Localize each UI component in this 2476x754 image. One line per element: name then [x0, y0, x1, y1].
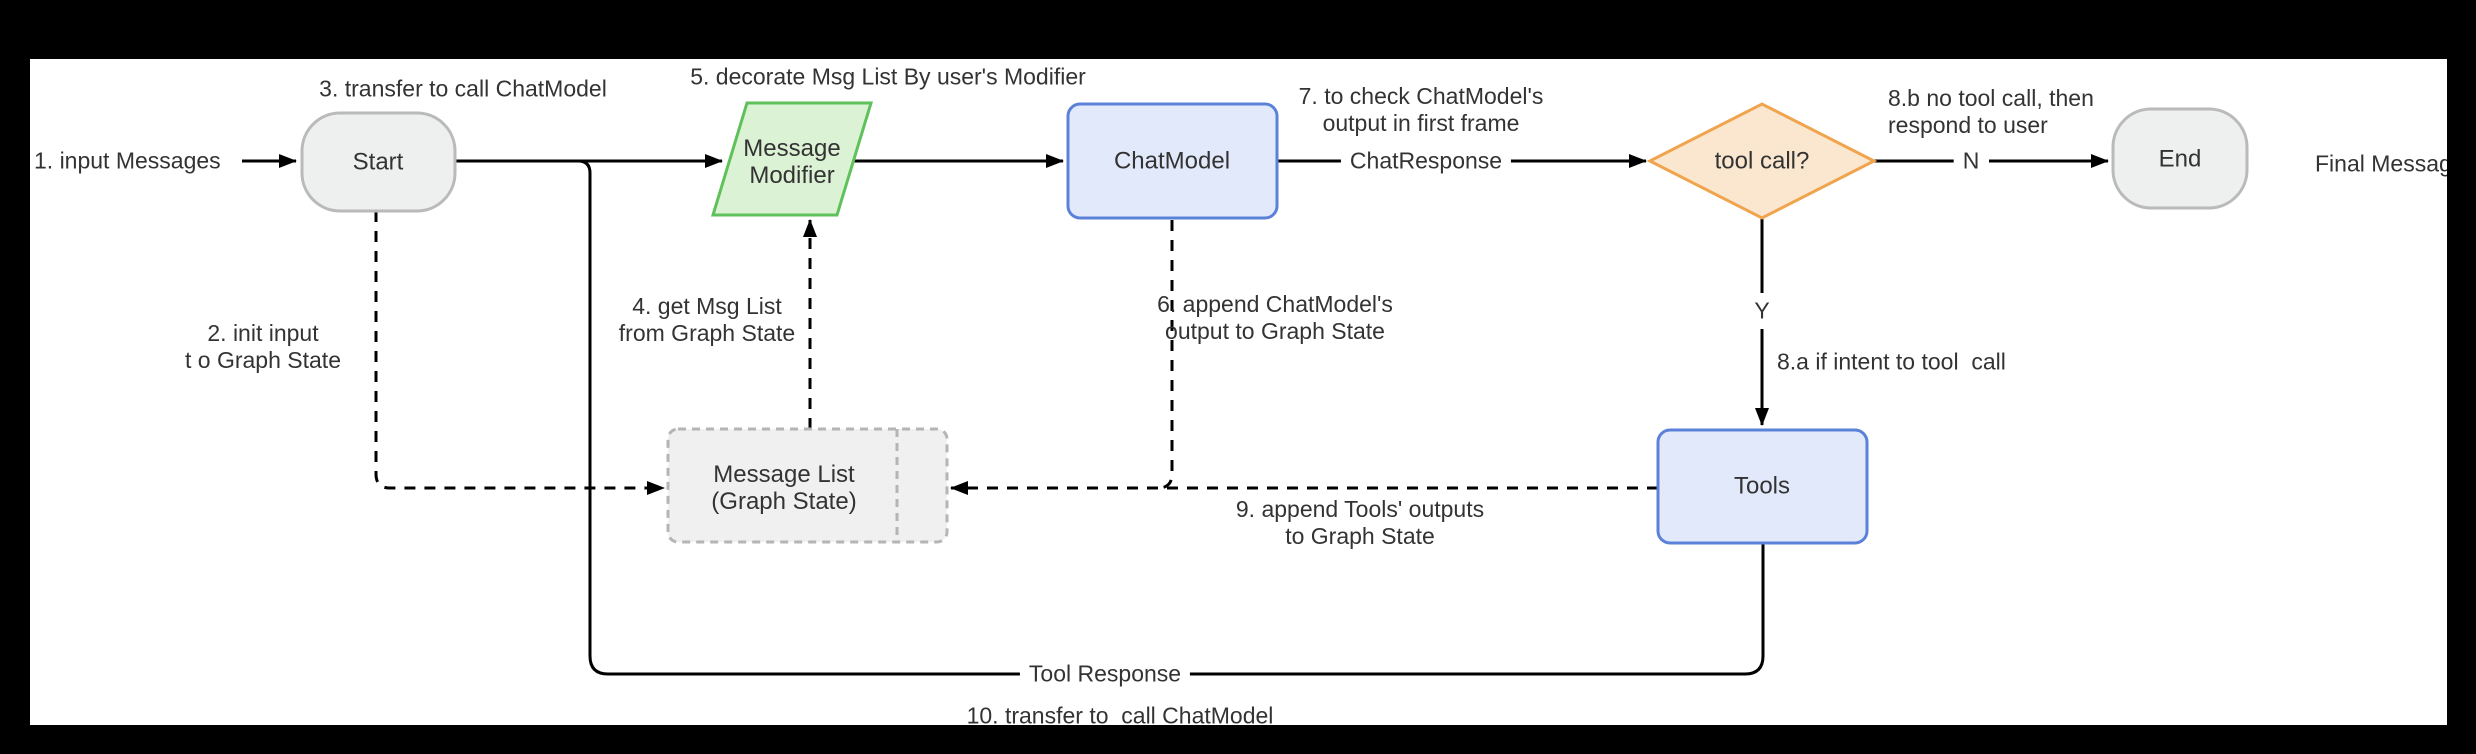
- edge-start-to-state-dashed: [374, 211, 665, 495]
- end-node: [2111, 107, 2249, 210]
- message-list-node-label: Message List (Graph State): [711, 461, 857, 515]
- edge-label-append-tools: 9. append Tools' outputs to Graph State: [1235, 496, 1485, 549]
- message-modifier-node-label: Message Modifier: [743, 135, 841, 189]
- edge-chatmodel-to-state-dashed: [1157, 220, 1174, 490]
- edge-label-decorate: 5. decorate Msg List By user's Modifier: [690, 63, 1086, 90]
- chatmodel-node-label: ChatModel: [1113, 147, 1231, 175]
- edge-label-get-msg-list: 4. get Msg List from Graph State: [618, 293, 796, 346]
- diagram-canvas: Start Message Modifier ChatModel tool ca…: [30, 59, 2447, 725]
- edge-label-transfer-chatmodel: 3. transfer to call ChatModel: [319, 75, 607, 102]
- start-node-label: Start: [352, 148, 404, 176]
- edge-label-check-output: 7. to check ChatModel's output in first …: [1298, 83, 1544, 136]
- edge-label-transfer-chatmodel-2: 10. transfer to call ChatModel: [966, 702, 1274, 726]
- diagram-edges-and-shapes: [242, 101, 2249, 676]
- edge-label-init-input: 2. init input t o Graph State: [185, 320, 341, 373]
- edge-label-input: 1. input Messages: [34, 147, 221, 174]
- message-modifier-node: [710, 101, 874, 217]
- edge-label-no: N: [1953, 147, 1989, 175]
- edge-label-no-tool-call: 8.b no tool call, then respond to user: [1888, 85, 2094, 138]
- tools-node: [1656, 428, 1869, 545]
- tools-node-label: Tools: [1733, 472, 1791, 500]
- message-list-node: [666, 427, 949, 544]
- edge-label-chat-response: ChatResponse: [1340, 147, 1512, 175]
- edge-label-final-message: Final Message: [2315, 150, 2447, 177]
- start-node: [300, 111, 457, 213]
- edge-label-if-tool-call: 8.a if intent to tool call: [1777, 348, 2006, 375]
- tool-call-decision-node: [1646, 102, 1878, 220]
- tool-call-node-label: tool call?: [1714, 147, 1810, 175]
- edge-label-yes: Y: [1745, 297, 1779, 325]
- edge-label-append-chatmodel: 6. append ChatModel's output to Graph St…: [1157, 291, 1393, 344]
- edge-tool-response-loop: [577, 159, 1765, 676]
- edge-label-tool-response: Tool Response: [1019, 660, 1191, 688]
- chatmodel-node: [1066, 102, 1279, 220]
- end-node-label: End: [2158, 145, 2202, 173]
